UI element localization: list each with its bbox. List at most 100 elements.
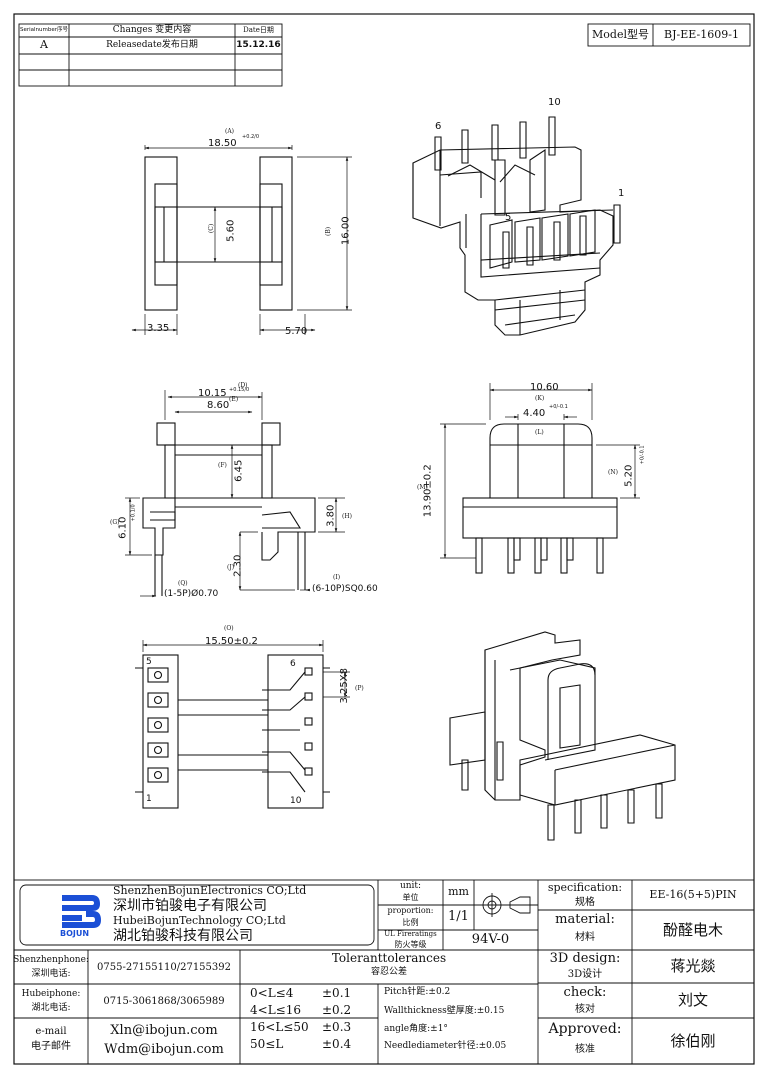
dim-c-tag: (C) <box>208 223 216 234</box>
dim-p-tag: (P) <box>355 685 364 692</box>
unit-value: mm <box>448 885 469 899</box>
side-view <box>462 423 618 574</box>
tolerance-note-angle: angle角度:±1° <box>384 1024 448 1034</box>
contact-email-2[interactable]: Wdm@ibojun.com <box>104 1041 224 1057</box>
dim-m-value: 13.90±0.2 <box>422 464 434 518</box>
dim-g-value: 6.10 <box>117 516 129 539</box>
dim-k-value: 10.60 <box>530 382 559 393</box>
dim-i-value: (6-10P)SQ0.60 <box>312 584 378 594</box>
dim-n-tag: (N) <box>608 469 618 476</box>
rev-header-date: Date日期 <box>243 25 274 34</box>
tolerance-note-pitch: Pitch针距:±0.2 <box>384 987 451 997</box>
tolerance-range-2: 4<L≤16 <box>250 1003 301 1017</box>
top-view-dims <box>131 145 352 335</box>
approved-label-cn: 核准 <box>575 1043 595 1055</box>
isometric-view-top <box>412 116 621 336</box>
unit-label-cn: 单位 <box>402 893 419 903</box>
dim-d-value: 10.15 <box>198 388 227 399</box>
dim-m-tag: (M) <box>417 484 428 491</box>
dim-a-value: 18.50 <box>208 138 237 149</box>
dim-l-tag: (L) <box>535 429 544 436</box>
contact-sz-label-cn: 深圳电话: <box>31 968 71 979</box>
dim-a-tol: +0.2/0 <box>242 134 260 140</box>
top-view <box>144 156 293 311</box>
approved-value: 徐伯刚 <box>670 1031 716 1050</box>
contact-sz-value: 0755-27155110/27155392 <box>97 961 231 973</box>
pin-label-5-bottom: 5 <box>146 657 152 667</box>
check-value: 刘文 <box>677 991 708 1010</box>
tolerance-note-wall: Wallthickness壁厚度:±0.15 <box>384 1006 505 1016</box>
dim-q-value: (1-5P)Ø0.70 <box>164 589 219 599</box>
unit-label-en: unit: <box>399 881 422 892</box>
spec-value: EE-16(5+5)PIN <box>649 887 737 901</box>
dim-j-tag: (J) <box>227 564 235 571</box>
tolerance-range-1: 0<L≤4 <box>250 986 294 1000</box>
ul-value: 94V-0 <box>471 931 510 947</box>
rev-header-serial: Serialnumber序号 <box>19 27 69 34</box>
dim-g-tol: +0.1/0 <box>130 504 137 522</box>
dim-f-tag: (F) <box>218 462 227 469</box>
contact-email-label-en: e-mail <box>35 1025 67 1037</box>
design-value: 蒋光燚 <box>670 957 716 976</box>
front-view-dims <box>125 390 345 598</box>
tolerance-title-cn: 容忍公差 <box>370 967 407 978</box>
tolerance-value-4: ±0.4 <box>322 1037 352 1051</box>
tolerance-value-1: ±0.1 <box>322 986 352 1000</box>
contact-hb-label-cn: 湖北电话: <box>31 1002 71 1013</box>
contact-email-1[interactable]: Xln@ibojun.com <box>110 1022 218 1038</box>
dim-h-tag: (H) <box>342 513 352 520</box>
model-box-grid <box>587 23 751 47</box>
contact-hb-label-en: Hubeiphone: <box>21 988 81 999</box>
material-label-cn: 材料 <box>575 931 595 943</box>
dim-a-tag: (A) <box>225 128 235 135</box>
pin-label-10-iso: 10 <box>548 97 561 108</box>
spec-label-en: specification: <box>547 880 623 894</box>
ul-label-en: UL Fireratings <box>384 930 437 939</box>
tolerance-value-3: ±0.3 <box>322 1020 352 1034</box>
revision-table-grid <box>18 23 283 87</box>
dim-l-value: 4.40 <box>523 408 546 419</box>
dim-f-value: 6.45 <box>233 459 245 482</box>
side-view-dims <box>440 383 640 559</box>
company-en-2: HubeiBojunTechnology CO;Ltd <box>113 914 286 927</box>
dim-n-value: 5.20 <box>623 464 635 487</box>
dim-e-value: 8.60 <box>207 400 230 411</box>
spec-label-cn: 规格 <box>575 896 595 908</box>
dim-b-value: 16.00 <box>340 216 352 246</box>
tolerance-range-3: 16<L≤50 <box>250 1020 309 1034</box>
proportion-value: 1/1 <box>448 909 469 925</box>
contact-email-label-cn: 电子邮件 <box>31 1040 71 1052</box>
model-value: BJ-EE-1609-1 <box>664 27 739 41</box>
pin-label-6-iso: 6 <box>435 121 442 132</box>
dim-k-tag: (K) <box>535 395 545 402</box>
company-en-1: ShenzhenBojunElectronics CO;Ltd <box>113 884 307 897</box>
dim-o-value: 15.50±0.2 <box>205 636 258 647</box>
dim-i-tag: (I) <box>333 574 341 581</box>
tolerance-title-en: Toleranttolerances <box>331 951 447 966</box>
tolerance-value-2: ±0.2 <box>322 1003 352 1017</box>
dim-q-tag: (Q) <box>178 580 188 587</box>
material-label-en: material: <box>555 911 615 927</box>
dim-d-tag: (D) <box>238 382 248 389</box>
check-label-cn: 核对 <box>575 1004 595 1015</box>
pin-label-1-iso: 1 <box>618 188 625 199</box>
front-view <box>142 422 316 596</box>
design-label-cn: 3D设计 <box>567 969 603 980</box>
pin-label-1-bottom: 1 <box>146 794 152 804</box>
model-label: Model型号 <box>592 27 649 41</box>
dim-e-tag: (E) <box>229 396 239 403</box>
approved-label-en: Approved: <box>548 1021 622 1038</box>
dim-c-value: 5.60 <box>225 219 237 242</box>
dim-3-35: 3.35 <box>147 323 170 334</box>
bojun-logo-icon <box>62 895 101 928</box>
ul-label-cn: 防火等级 <box>394 939 427 949</box>
title-block-grid <box>13 879 755 1065</box>
company-cn-1: 深圳市铂骏电子有限公司 <box>113 898 267 914</box>
dim-b-tag: (B) <box>325 226 333 236</box>
company-cn-2: 湖北铂骏科技有限公司 <box>113 928 253 944</box>
contact-sz-label-en: Shenzhenphone: <box>13 954 89 965</box>
pin-label-10-bottom: 10 <box>290 796 302 806</box>
rev-cell-serial: A <box>40 38 48 52</box>
design-label-en: 3D design: <box>549 950 621 966</box>
